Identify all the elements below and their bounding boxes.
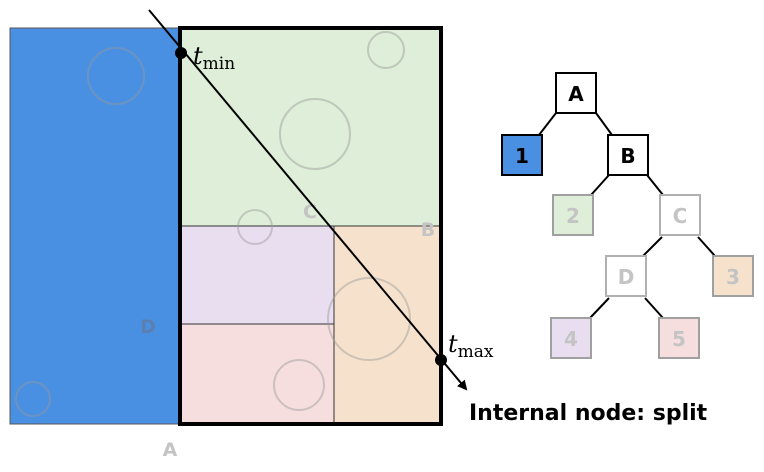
edge-b-2 [590,174,610,196]
ray-line [148,9,468,391]
tree-node-a-label: A [568,82,584,106]
tree-edges [538,112,716,319]
region-leaf-3 [333,225,442,425]
tree-leaf-5-label: 5 [672,327,686,351]
tree-leaf-2: 2 [552,194,594,236]
region-leaf-5 [179,323,335,425]
edge-c-3 [697,236,716,257]
t-max-sub: max [458,342,494,362]
primitive-circle [279,98,351,170]
primitive-circle [367,31,405,69]
node-b-outline [178,26,443,426]
primitive-circle [327,277,411,361]
region-leaf-2 [180,28,441,226]
region-label-a: A [163,439,178,461]
region-label-b: B [421,219,435,241]
t-min-point [175,47,187,59]
tree-node-b-label: B [620,144,635,168]
primitive-circle [273,359,325,411]
edge-a-1 [538,112,557,136]
primitive-circle [87,47,145,105]
tree-node-a: A [555,72,597,114]
tree-leaf-5: 5 [658,317,700,359]
t-max-base: t [448,330,458,358]
tree-node-d-label: D [618,265,635,289]
tree-leaf-3-label: 3 [726,265,740,289]
t-min-base: t [193,42,203,70]
primitive-circle [15,381,51,417]
primitives [15,31,411,417]
t-min-sub: min [203,54,236,74]
region-leaf-1 [9,27,181,425]
edge-b-c [646,174,664,196]
region-label-c: C [303,201,317,223]
region-label-d: D [140,316,156,338]
t-max-label: tmax [448,330,494,362]
caption: Internal node: split [469,401,708,426]
t-max-point [435,354,447,366]
t-min-label: tmin [193,42,235,74]
edge-d-4 [589,297,610,319]
tree-node-c-label: C [673,204,688,228]
tree-leaf-4-label: 4 [564,327,578,351]
edge-a-b [595,112,613,136]
edge-c-d [642,236,663,257]
tree-node-c: C [659,194,701,236]
tree-leaf-1-label: 1 [515,144,529,168]
tree-node-b: B [607,134,649,176]
tree-leaf-3: 3 [712,255,754,297]
tree-leaf-1: 1 [501,134,543,176]
edge-d-5 [644,297,664,319]
region-leaf-4 [179,225,335,325]
tree-node-d: D [605,255,647,297]
tree-leaf-2-label: 2 [566,204,580,228]
tree-leaf-4: 4 [550,317,592,359]
primitive-circle [237,209,273,245]
